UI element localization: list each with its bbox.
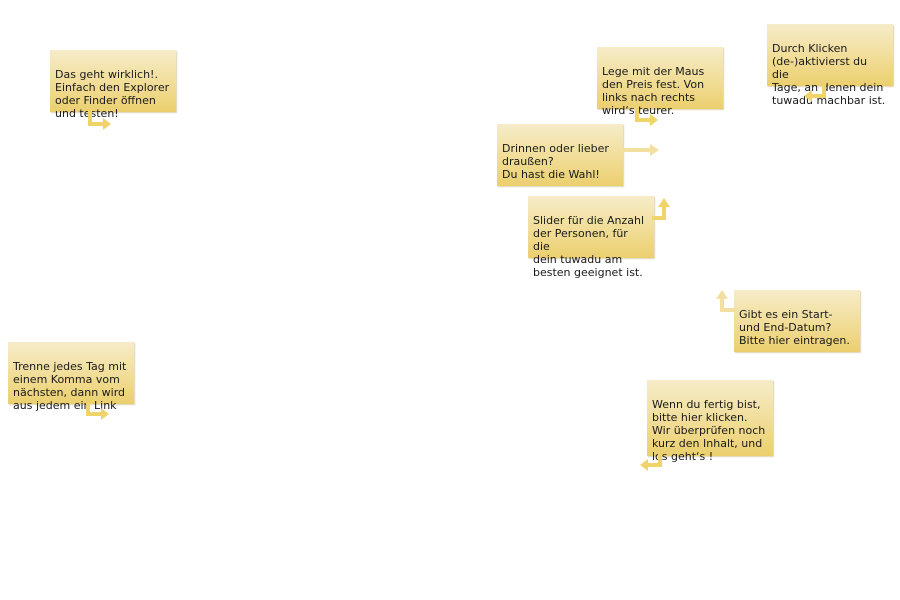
tooltip-explorer: Das geht wirklich!. Einfach den Explorer… bbox=[50, 50, 176, 120]
arrow-down-left-icon bbox=[640, 454, 662, 471]
tooltip-days-text: Durch Klicken (de-)aktivierst du die Tag… bbox=[772, 42, 886, 107]
tooltip-dates: Gibt es ein Start- und End-Datum? Bitte … bbox=[734, 290, 860, 352]
tooltip-tags: Trenne jedes Tag mit einem Komma vom näc… bbox=[8, 342, 134, 412]
tooltip-price: Lege mit der Maus den Preis fest. Von li… bbox=[597, 47, 723, 117]
arrow-down-right-icon bbox=[86, 402, 109, 420]
arrow-down-left-icon bbox=[804, 84, 826, 102]
tooltip-submit-text: Wenn du fertig bist, bitte hier klicken.… bbox=[652, 398, 766, 463]
arrow-up-right-icon bbox=[652, 198, 670, 220]
tooltip-persons-text: Slider für die Anzahl der Personen, für … bbox=[533, 214, 645, 279]
tooltip-persons: Slider für die Anzahl der Personen, für … bbox=[528, 196, 654, 279]
tooltip-days: Durch Klicken (de-)aktivierst du die Tag… bbox=[767, 24, 893, 107]
arrow-down-right-icon bbox=[88, 110, 111, 130]
tooltip-price-text: Lege mit der Maus den Preis fest. Von li… bbox=[602, 65, 705, 117]
tooltip-location: Drinnen oder lieber draußen? Du hast die… bbox=[497, 124, 623, 186]
tooltip-dates-text: Gibt es ein Start- und End-Datum? Bitte … bbox=[739, 308, 850, 347]
arrow-down-right-icon bbox=[635, 107, 658, 126]
tooltip-submit: Wenn du fertig bist, bitte hier klicken.… bbox=[647, 380, 773, 463]
arrow-up-right-icon bbox=[716, 290, 736, 312]
tooltip-location-text: Drinnen oder lieber draußen? Du hast die… bbox=[502, 142, 609, 181]
arrow-right-icon bbox=[623, 144, 659, 156]
tooltip-tags-text: Trenne jedes Tag mit einem Komma vom näc… bbox=[13, 360, 127, 412]
tooltip-explorer-text: Das geht wirklich!. Einfach den Explorer… bbox=[55, 68, 170, 120]
